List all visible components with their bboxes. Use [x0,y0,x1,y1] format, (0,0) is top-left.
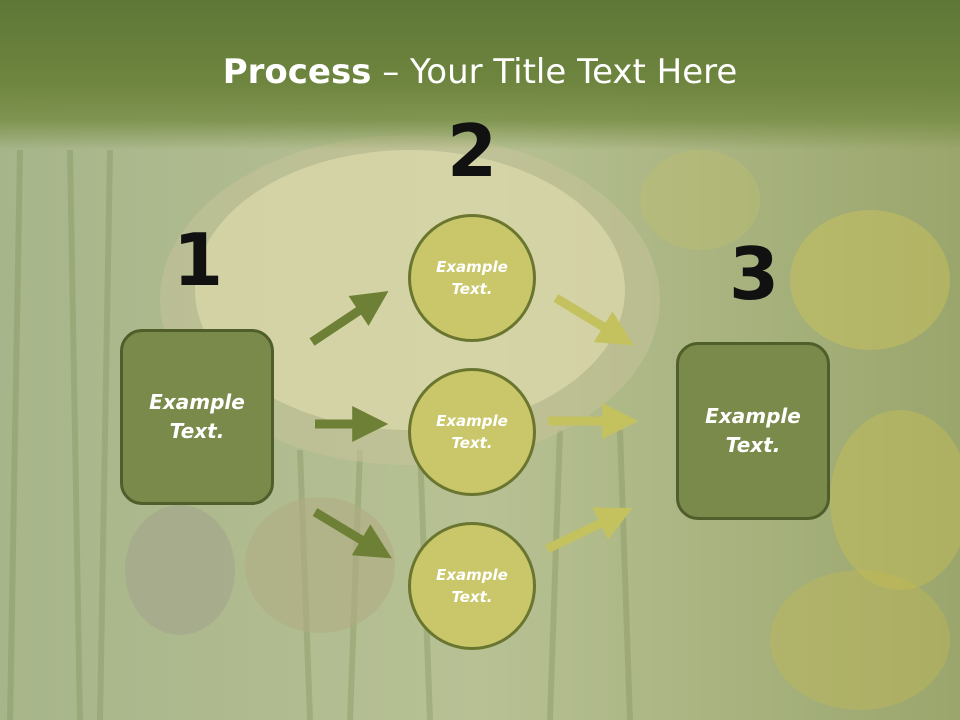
circle-top-text: Example Text. [436,257,508,299]
step-2-circle-bottom: Example Text. [408,522,536,650]
title-bold: Process [222,52,372,92]
step-3-box: Example Text. [676,342,830,520]
step-number-2: 2 [446,109,498,193]
step-2-circle-top: Example Text. [408,214,536,342]
title-rest: – Your Title Text Here [371,52,738,92]
arrow-1-to-bottom [312,508,392,559]
step-1-text: Example Text. [149,390,245,443]
circle-bottom-text: Example Text. [436,565,508,607]
page-title: Process – Your Title Text Here [0,52,960,92]
arrow-bottom-to-3 [545,507,633,554]
arrow-top-to-3 [553,294,634,346]
arrow-1-to-top [309,291,389,346]
step-2-circle-middle: Example Text. [408,368,536,496]
step-1-box: Example Text. [120,329,274,505]
step-number-3: 3 [728,232,780,316]
circle-middle-text: Example Text. [436,411,508,453]
title-band [0,0,960,150]
step-number-1: 1 [172,218,224,302]
step-3-text: Example Text. [705,404,801,457]
